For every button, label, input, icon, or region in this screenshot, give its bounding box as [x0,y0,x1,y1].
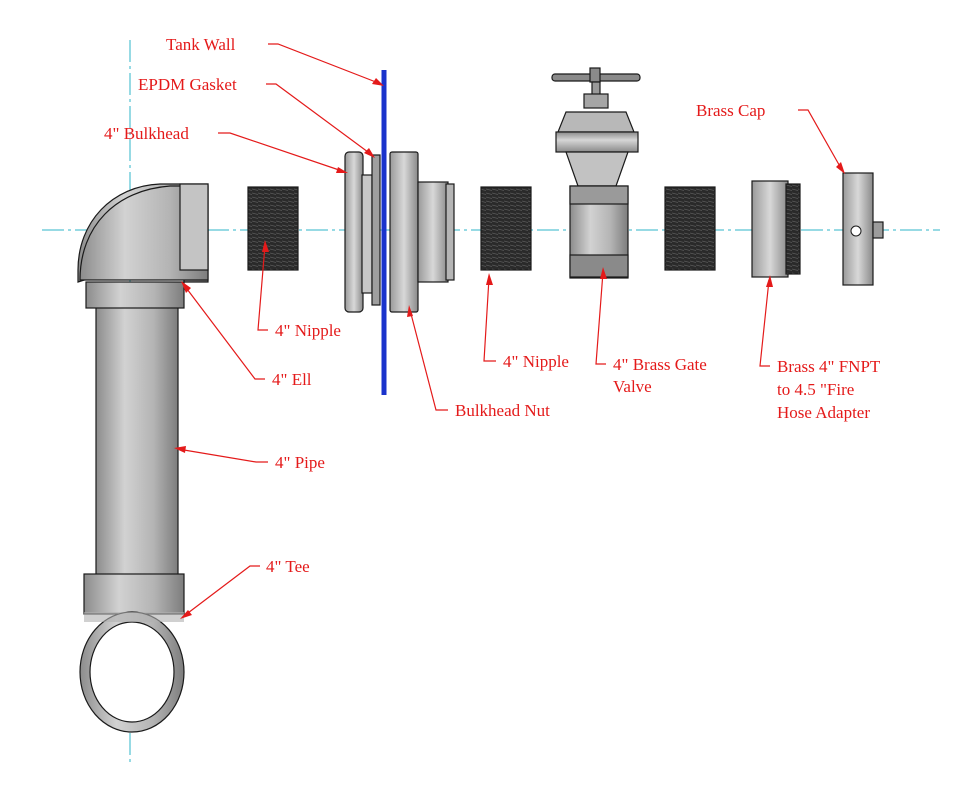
label-adapter-line3: Hose Adapter [777,403,870,422]
label-epdm-gasket: EPDM Gasket [138,75,237,94]
valve-bonnet [557,111,635,133]
ell-hub [85,281,185,309]
nipple-2 [480,186,532,271]
ell-socket [179,183,209,271]
label-pipe: 4" Pipe [275,453,325,472]
pipe [95,304,179,578]
label-tee: 4" Tee [266,557,310,576]
label-nipple-2: 4" Nipple [503,352,569,371]
tee-hub [83,573,185,615]
gate-valve [551,67,641,279]
labels: Tank Wall EPDM Gasket 4" Bulkhead 4" Nip… [104,35,881,576]
epdm-gasket [371,154,381,306]
valve-yoke [565,151,629,187]
label-adapter-line1: Brass 4" FNPT [777,357,881,376]
nipple-3 [664,186,716,271]
bulkhead [344,151,373,313]
label-nipple-1: 4" Nipple [275,321,341,340]
label-gate-valve-line2: Valve [613,377,652,396]
label-bulkhead: 4" Bulkhead [104,124,189,143]
bulkhead-flange [344,151,364,313]
nipple-1 [247,186,299,271]
label-brass-cap: Brass Cap [696,101,765,120]
ell-elbow [79,185,209,281]
brass-cap [842,172,884,286]
label-tank-wall: Tank Wall [166,35,236,54]
adapter-threads [785,183,801,275]
bulkhead-neck [361,174,373,294]
label-bulkhead-nut: Bulkhead Nut [455,401,550,420]
fire-hose-adapter [751,180,801,278]
bulkhead-nut [389,151,455,313]
tee-opening [89,621,175,723]
label-gate-valve-line1: 4" Brass Gate [613,355,707,374]
label-ell: 4" Ell [272,370,312,389]
leader-lines [174,43,845,619]
ell-pipe-tee-assembly [77,183,209,733]
bulkhead-nut-hub [417,181,449,283]
adapter-body [751,180,789,278]
label-adapter-line2: to 4.5 "Fire [777,380,854,399]
bulkhead-nut-body [389,151,419,313]
